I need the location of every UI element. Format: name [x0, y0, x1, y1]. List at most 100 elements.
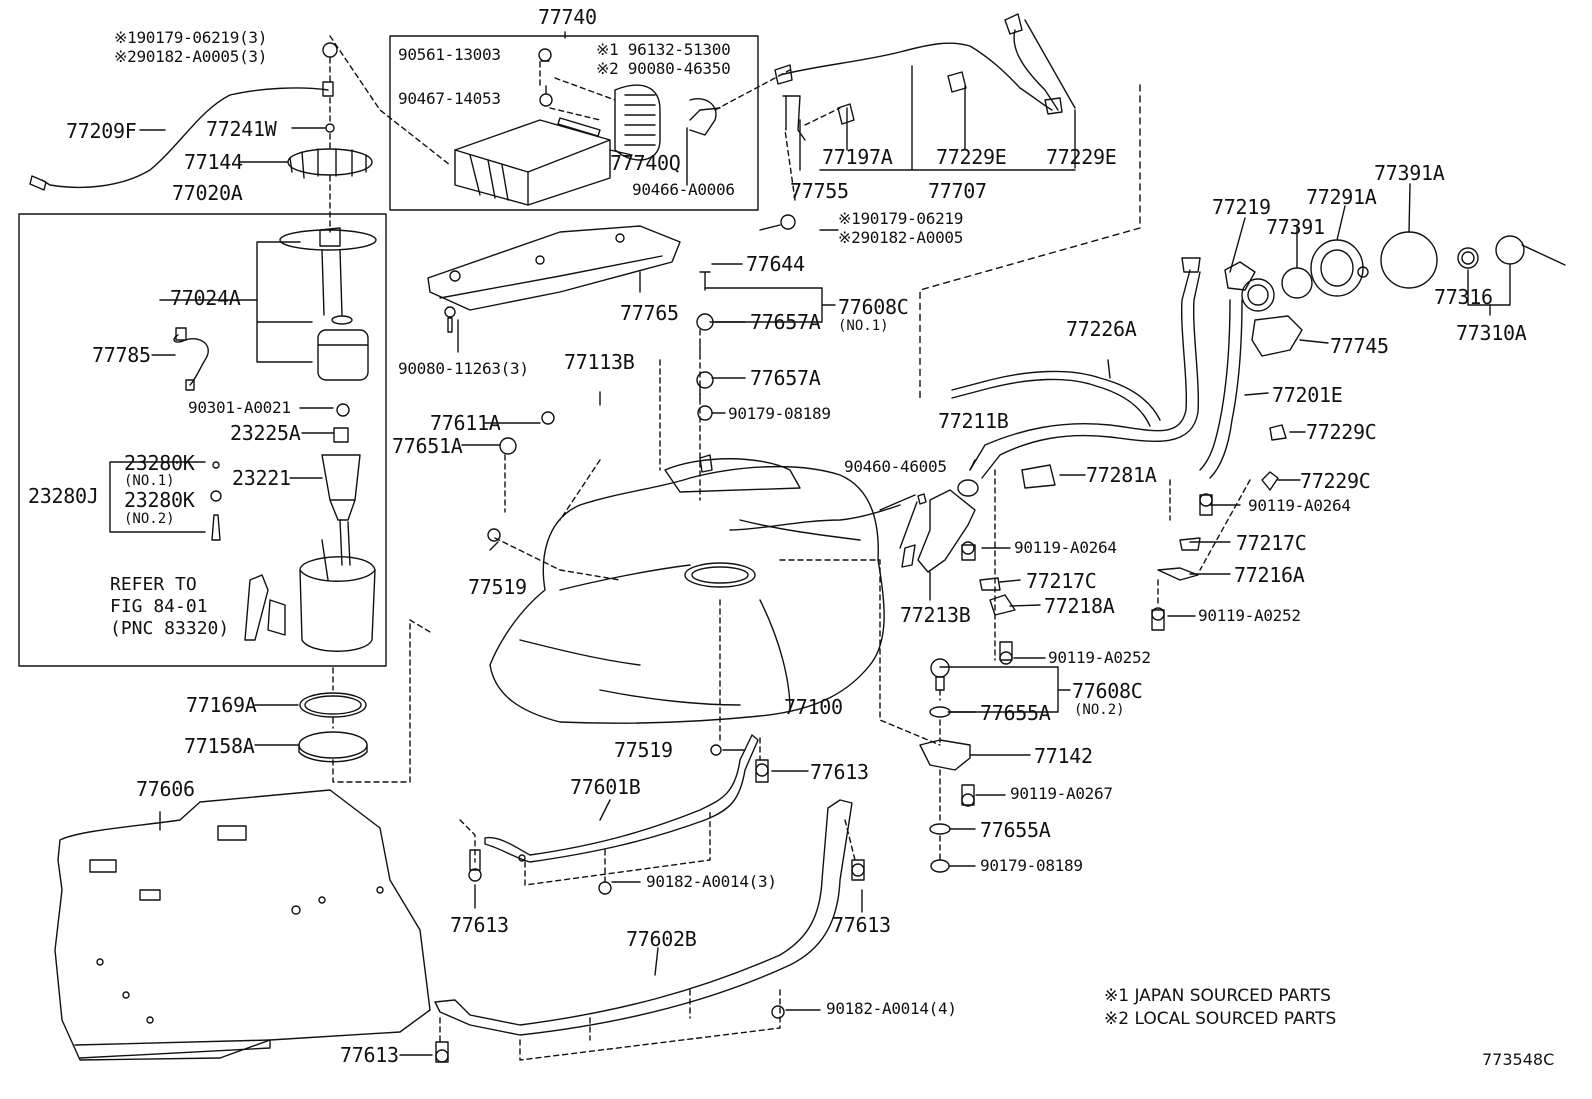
label-77611a[interactable]: 77611A	[430, 411, 501, 435]
label-90179-08189-a[interactable]: 90179-08189	[728, 404, 831, 423]
label-77657a-2[interactable]: 77657A	[750, 366, 821, 390]
label-190179-06219[interactable]: ※190179-06219	[838, 209, 964, 228]
label-77608c-no2[interactable]: 77608C	[1072, 679, 1143, 703]
label-77608c-no2-sub: (NO.2)	[1074, 702, 1125, 718]
label-77229c-2[interactable]: 77229C	[1300, 469, 1371, 493]
label-90119-a0252-b[interactable]: 90119-A0252	[1048, 648, 1151, 667]
label-90466-a0006[interactable]: 90466-A0006	[632, 180, 735, 199]
label-77740q[interactable]: 77740Q	[610, 151, 681, 175]
label-77201e[interactable]: 77201E	[1272, 383, 1343, 407]
label-23280k-no2-sub: (NO.2)	[124, 511, 175, 527]
label-90182-a0014-3[interactable]: 90182-A0014(3)	[646, 872, 777, 891]
label-90080-46350[interactable]: ※2 90080-46350	[596, 59, 731, 78]
label-190179-06219-3[interactable]: ※190179-06219(3)	[114, 28, 268, 47]
filler-neck-parts	[1224, 231, 1566, 491]
label-77519-b[interactable]: 77519	[614, 738, 673, 762]
label-77226a[interactable]: 77226A	[1066, 317, 1137, 341]
label-90119-a0267[interactable]: 90119-A0267	[1010, 784, 1113, 803]
label-77218a[interactable]: 77218A	[1044, 594, 1115, 618]
label-77229e-2[interactable]: 77229E	[1046, 145, 1117, 169]
label-90119-a0252-a[interactable]: 90119-A0252	[1198, 606, 1301, 625]
vent-leader	[919, 84, 1141, 401]
filler-hose-77213b	[729, 479, 979, 573]
label-77608c-no1-sub: (NO.1)	[838, 318, 889, 334]
label-90080-11263-3[interactable]: 90080-11263(3)	[398, 359, 529, 378]
label-77765[interactable]: 77765	[620, 301, 679, 325]
label-77142[interactable]: 77142	[1034, 744, 1093, 768]
label-77024a[interactable]: 77024A	[170, 286, 241, 310]
label-77391a[interactable]: 77391A	[1374, 161, 1445, 185]
label-77608c-no1[interactable]: 77608C	[838, 295, 909, 319]
label-77316[interactable]: 77316	[1434, 285, 1493, 309]
label-77158a[interactable]: 77158A	[184, 734, 255, 758]
label-77655a-1[interactable]: 77655A	[980, 701, 1051, 725]
label-77241w[interactable]: 77241W	[206, 117, 277, 141]
label-77519-a[interactable]: 77519	[468, 575, 527, 599]
label-77655a-2[interactable]: 77655A	[980, 818, 1051, 842]
label-77291a[interactable]: 77291A	[1306, 185, 1377, 209]
label-23280k-no2[interactable]: 23280K	[124, 488, 195, 512]
label-77602b[interactable]: 77602B	[626, 927, 697, 951]
label-90182-a0014-4[interactable]: 90182-A0014(4)	[826, 999, 957, 1018]
label-90467-14053[interactable]: 90467-14053	[398, 89, 501, 108]
label-77281a[interactable]: 77281A	[1086, 463, 1157, 487]
label-290182-a0005-3[interactable]: ※290182-A0005(3)	[114, 47, 268, 66]
label-23280j[interactable]: 23280J	[28, 484, 99, 508]
label-23280k-no1[interactable]: 23280K	[124, 451, 195, 475]
label-77651a[interactable]: 77651A	[392, 434, 463, 458]
label-leaders	[139, 127, 1241, 1056]
label-90179-08189-b[interactable]: 90179-08189	[980, 856, 1083, 875]
label-77707[interactable]: 77707	[928, 179, 987, 203]
label-23225a[interactable]: 23225A	[230, 421, 301, 445]
label-77113b[interactable]: 77113B	[564, 350, 635, 374]
label-77213b[interactable]: 77213B	[900, 603, 971, 627]
label-90561-13003[interactable]: 90561-13003	[398, 45, 501, 64]
label-77219[interactable]: 77219	[1212, 195, 1271, 219]
label-77613-b[interactable]: 77613	[450, 913, 509, 937]
label-23221[interactable]: 23221	[232, 466, 291, 490]
label-77740[interactable]: 77740	[538, 5, 597, 29]
harness-77785	[173, 327, 209, 391]
heat-insulator-77606	[54, 789, 431, 1061]
label-77217c-2[interactable]: 77217C	[1026, 569, 1097, 593]
label-290182-a0005[interactable]: ※290182-A0005	[838, 228, 964, 247]
label-23280k-no1-sub: (NO.1)	[124, 473, 175, 489]
label-77217c-1[interactable]: 77217C	[1236, 531, 1307, 555]
label-77020a[interactable]: 77020A	[172, 181, 243, 205]
refer-note[interactable]: REFER TO FIG 84-01 (PNC 83320)	[110, 574, 230, 639]
label-90460-46005[interactable]: 90460-46005	[844, 457, 947, 476]
label-90119-a0264-b[interactable]: 90119-A0264	[1014, 538, 1117, 557]
charcoal-canister	[454, 48, 717, 206]
label-77745[interactable]: 77745	[1330, 334, 1389, 358]
label-77613-c[interactable]: 77613	[832, 913, 891, 937]
label-77755[interactable]: 77755	[790, 179, 849, 203]
label-77644[interactable]: 77644	[746, 252, 805, 276]
label-77229e-1[interactable]: 77229E	[936, 145, 1007, 169]
label-77310a[interactable]: 77310A	[1456, 321, 1527, 345]
label-77169a[interactable]: 77169A	[186, 693, 257, 717]
label-77197a[interactable]: 77197A	[822, 145, 893, 169]
label-77100[interactable]: 77100	[784, 695, 843, 719]
bolt-top-left	[322, 42, 338, 58]
label-77613-a[interactable]: 77613	[810, 760, 869, 784]
label-77229c-1[interactable]: 77229C	[1306, 420, 1377, 444]
bracket-23280j	[109, 461, 206, 533]
label-77216a[interactable]: 77216A	[1234, 563, 1305, 587]
label-77606[interactable]: 77606	[136, 777, 195, 801]
label-77209f[interactable]: 77209F	[66, 119, 137, 143]
label-90119-a0264-a[interactable]: 90119-A0264	[1248, 496, 1351, 515]
label-77613-d[interactable]: 77613	[340, 1043, 399, 1067]
band-leaders	[439, 737, 856, 1061]
label-77144[interactable]: 77144	[184, 150, 243, 174]
label-96132-51300[interactable]: ※1 96132-51300	[596, 40, 731, 59]
label-77391[interactable]: 77391	[1266, 215, 1325, 239]
label-90301-a0021[interactable]: 90301-A0021	[188, 398, 291, 417]
band-bolts	[435, 759, 865, 1063]
label-77657a-1[interactable]: 77657A	[750, 310, 821, 334]
label-77785[interactable]: 77785	[92, 343, 151, 367]
label-77601b[interactable]: 77601B	[570, 775, 641, 799]
label-77211b[interactable]: 77211B	[938, 409, 1009, 433]
bracket-77707	[819, 65, 1076, 171]
